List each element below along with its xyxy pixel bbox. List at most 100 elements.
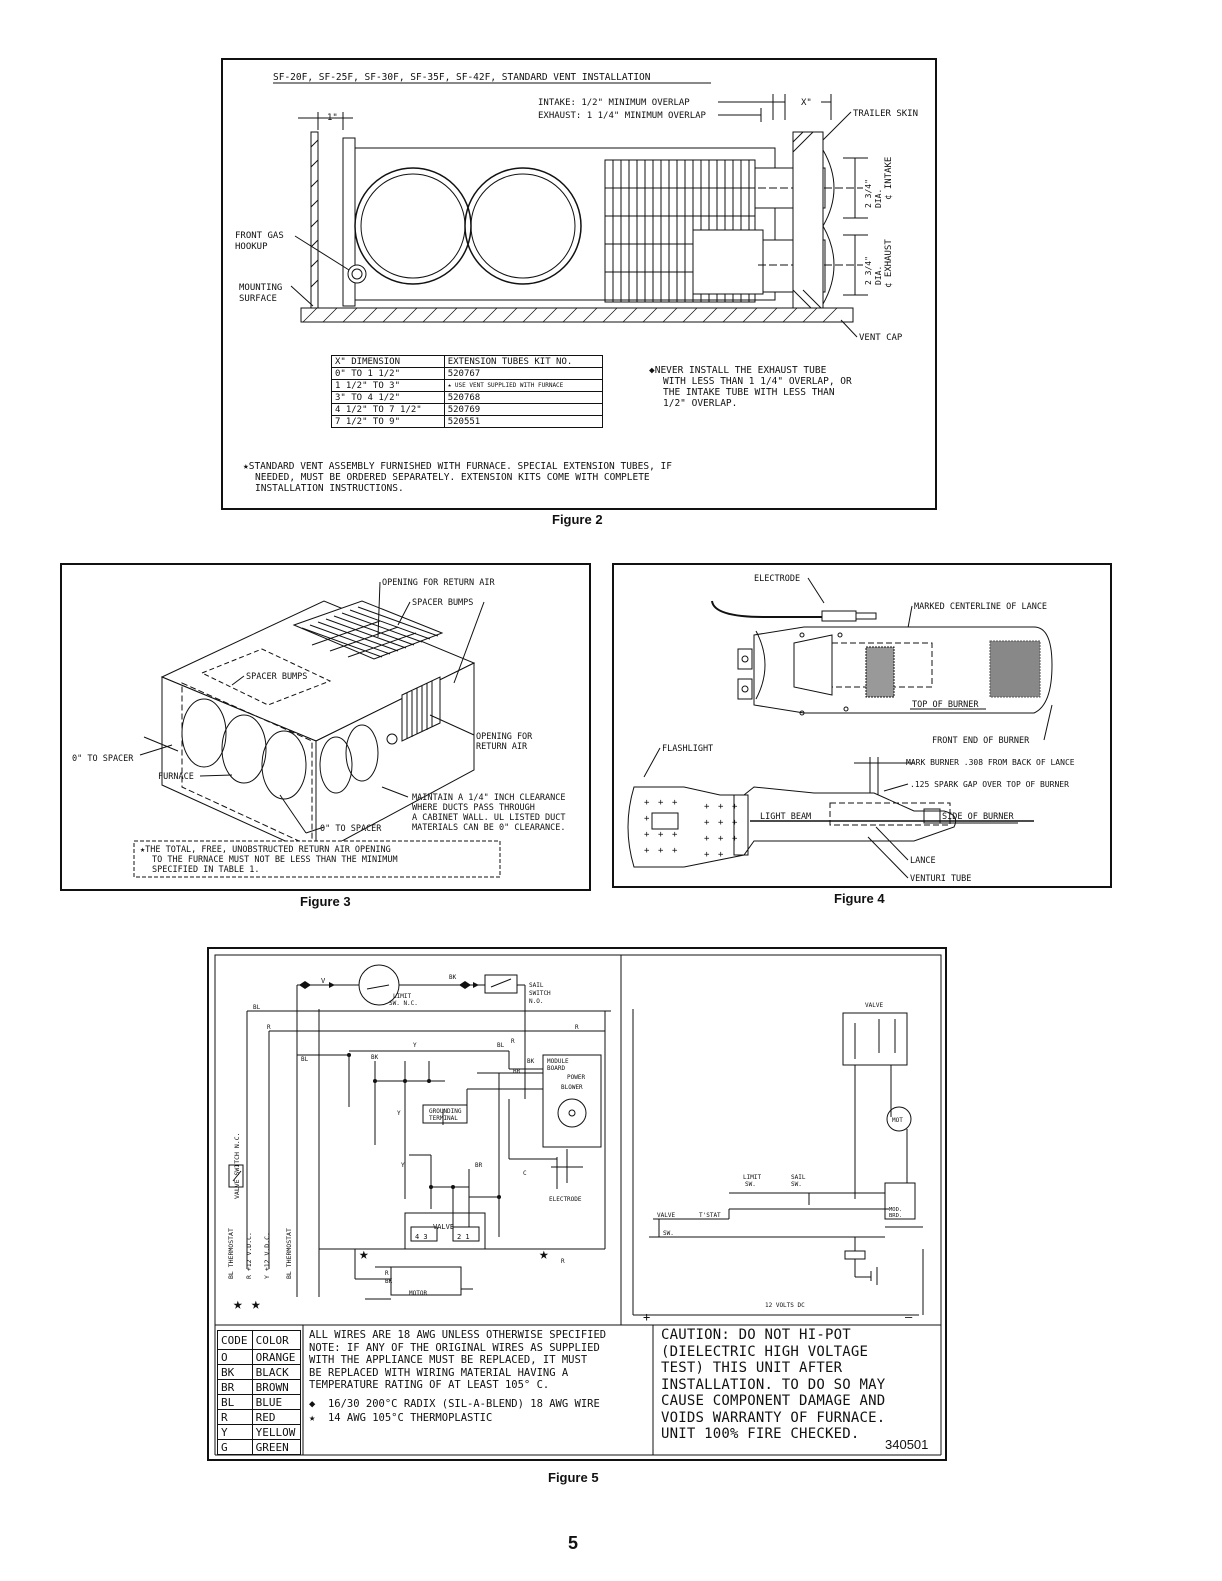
svg-text:+: + xyxy=(672,846,678,856)
fig5-ladder-sail-2: SW. xyxy=(791,1181,802,1188)
fig4-venturi: VENTURI TUBE xyxy=(910,874,971,884)
svg-text:+: + xyxy=(704,818,710,828)
fig2-dia-word-bottom: DIA. xyxy=(874,266,883,285)
table-header-cell: COLOR xyxy=(251,1330,302,1350)
fig5-wire-bl-top: BL xyxy=(253,1004,261,1011)
fig5-star-bottom-2: ★ xyxy=(251,1294,261,1313)
fig3-opening-top: OPENING FOR RETURN AIR xyxy=(382,578,495,588)
fig3-maintain-2: WHERE DUCTS PASS THROUGH xyxy=(412,803,535,813)
diamond-icon: ◆ xyxy=(309,1397,328,1410)
figure-4-caption: Figure 4 xyxy=(834,891,885,906)
table-cell: O xyxy=(217,1349,253,1365)
fig5-module-2: BOARD xyxy=(547,1065,565,1072)
fig5-vlabel-2: R +12 V.D.C. xyxy=(245,1232,253,1279)
table-row: 3" TO 4 1/2"520768 xyxy=(331,391,604,404)
page-number: 5 xyxy=(568,1533,579,1553)
fig5-wire-c: C xyxy=(523,1170,527,1177)
figure-2-caption: Figure 2 xyxy=(552,512,603,527)
fig2-x-mark: X" xyxy=(801,98,812,108)
note-line: WITH LESS THAN 1 1/4" OVERLAP, OR xyxy=(663,376,852,387)
fig4-mark-burner: MARK BURNER .308 FROM BACK OF LANCE xyxy=(906,758,1075,767)
fig5-wire-r-motor: R xyxy=(385,1270,389,1277)
fig5-wire-r-right: R xyxy=(575,1024,579,1031)
fig3-note-3: SPECIFIED IN TABLE 1. xyxy=(152,865,259,875)
fig5-vlabel-4: BL THERMOSTAT xyxy=(285,1228,293,1279)
note-line: INSTALLATION INSTRUCTIONS. xyxy=(255,483,404,494)
fig3-zero-spacer-left: 0" TO SPACER xyxy=(72,754,134,764)
note-line: ALL WIRES ARE 18 AWG UNLESS OTHERWISE SP… xyxy=(309,1329,607,1341)
fig2-intake-label: ¢ INTAKE xyxy=(884,157,894,200)
fig5-limit-2: SW. N.C. xyxy=(389,1000,418,1007)
table-cell: 520768 xyxy=(443,391,604,404)
caution-line: UNIT 100% FIRE CHECKED. xyxy=(661,1426,860,1442)
fig5-sail-3: N.O. xyxy=(529,998,543,1005)
legend-diamond-row: ◆ 16/30 200°C RADIX (SIL-A-BLEND) 18 AWG… xyxy=(309,1398,606,1411)
fig3-spacer-top: SPACER BUMPS xyxy=(412,598,473,608)
table-row: 0" TO 1 1/2"520767 xyxy=(331,367,604,380)
fig2-extension-table: X" DIMENSION EXTENSION TUBES KIT NO. 0" … xyxy=(331,355,604,428)
fig5-wire-bl-mid: BL xyxy=(301,1056,309,1063)
star-icon: ★ xyxy=(309,1412,328,1424)
table-cell: RED xyxy=(251,1409,302,1425)
svg-text:+: + xyxy=(644,846,650,856)
figure-5-caption: Figure 5 xyxy=(548,1470,599,1485)
svg-text:+: + xyxy=(718,802,724,812)
fig4-front-end: FRONT END OF BURNER xyxy=(932,736,1030,746)
note-line: TEMPERATURE RATING OF AT LEAST 105° C. xyxy=(309,1379,550,1391)
fig5-caution: CAUTION: DO NOT HI-POT (DIELECTRIC HIGH … xyxy=(661,1327,885,1443)
figure-3-panel: OPENING FOR RETURN AIR SPACER BUMPS SPAC… xyxy=(60,563,591,891)
fig3-zero-spacer-bottom: 0" TO SPACER xyxy=(320,824,382,834)
fig5-grounding-2: TERMINAL xyxy=(429,1115,458,1122)
fig5-valve-pins-right: 2 1 xyxy=(457,1233,470,1241)
fig2-mounting-1: MOUNTING xyxy=(239,283,282,293)
caution-line: CAUTION: DO NOT HI-POT xyxy=(661,1327,851,1343)
fig5-wire-bk-motor: BK xyxy=(385,1278,393,1285)
fig5-ladder-sail-1: SAIL xyxy=(791,1174,806,1181)
fig3-opening-for: OPENING FOR xyxy=(476,732,533,742)
note-line: NOTE: IF ANY OF THE ORIGINAL WIRES AS SU… xyxy=(309,1341,600,1354)
fig5-wire-r-top: R xyxy=(267,1024,271,1031)
fig4-flashlight: FLASHLIGHT xyxy=(662,744,713,754)
svg-text:+: + xyxy=(658,846,664,856)
fig2-dia-top: 2 3/4" xyxy=(864,179,873,208)
note-line: ◆NEVER INSTALL THE EXHAUST TUBE xyxy=(649,365,827,376)
table-cell: BLACK xyxy=(251,1364,302,1380)
svg-text:+: + xyxy=(672,798,678,808)
fig3-return-air: RETURN AIR xyxy=(476,742,528,752)
fig5-ladder-mot: MOT xyxy=(892,1117,903,1124)
fig5-vlabel-3: Y +12 V.D.C. xyxy=(263,1232,271,1279)
table-cell: 0" TO 1 1/2" xyxy=(331,367,445,380)
figure-3-drawing: OPENING FOR RETURN AIR SPACER BUMPS SPAC… xyxy=(72,578,566,878)
fig2-title: SF-20F, SF-25F, SF-30F, SF-35F, SF-42F, … xyxy=(273,72,651,83)
table-cell: Y xyxy=(217,1424,253,1440)
legend-star-text: 14 AWG 105°C THERMOPLASTIC xyxy=(327,1412,493,1424)
note-line: 1/2" OVERLAP. xyxy=(663,398,738,409)
table-cell: 7 1/2" TO 9" xyxy=(331,415,445,428)
fig3-furnace: FURNACE xyxy=(158,772,194,782)
table-cell: 4 1/2" TO 7 1/2" xyxy=(331,403,445,416)
table-cell: 520769 xyxy=(443,403,604,416)
table-row: 7 1/2" TO 9"520551 xyxy=(331,415,604,428)
svg-text:+: + xyxy=(672,830,678,840)
fig3-note-2: TO THE FURNACE MUST NOT BE LESS THAN THE… xyxy=(152,855,398,865)
fig3-top-grille xyxy=(292,600,444,660)
table-cell: YELLOW xyxy=(251,1424,302,1440)
table-cell: BLUE xyxy=(251,1394,302,1410)
fig5-blower: BLOWER xyxy=(561,1084,583,1091)
fig5-notes: ALL WIRES ARE 18 AWG UNLESS OTHERWISE SP… xyxy=(309,1329,606,1425)
fig5-limit-1: LIMIT xyxy=(393,993,411,1000)
table-row: 4 1/2" TO 7 1/2"520769 xyxy=(331,403,604,416)
fig5-ladder-limit-1: LIMIT xyxy=(743,1174,761,1181)
fig2-star-note: ★STANDARD VENT ASSEMBLY FURNISHED WITH F… xyxy=(243,461,672,494)
fig5-wire-r-mid: R xyxy=(511,1038,515,1045)
fig3-maintain-1: MAINTAIN A 1/4" INCH CLEARANCE xyxy=(412,793,566,803)
fig2-intake-overlap: INTAKE: 1/2" MINIMUM OVERLAP xyxy=(538,98,690,108)
svg-text:+: + xyxy=(644,814,650,824)
fig5-sail-1: SAIL xyxy=(529,982,544,989)
fig5-part-number: 340501 xyxy=(885,1437,929,1452)
fig5-star-bottom-1: ★ xyxy=(233,1294,243,1313)
fig2-dia-word-top: DIA. xyxy=(874,189,883,208)
